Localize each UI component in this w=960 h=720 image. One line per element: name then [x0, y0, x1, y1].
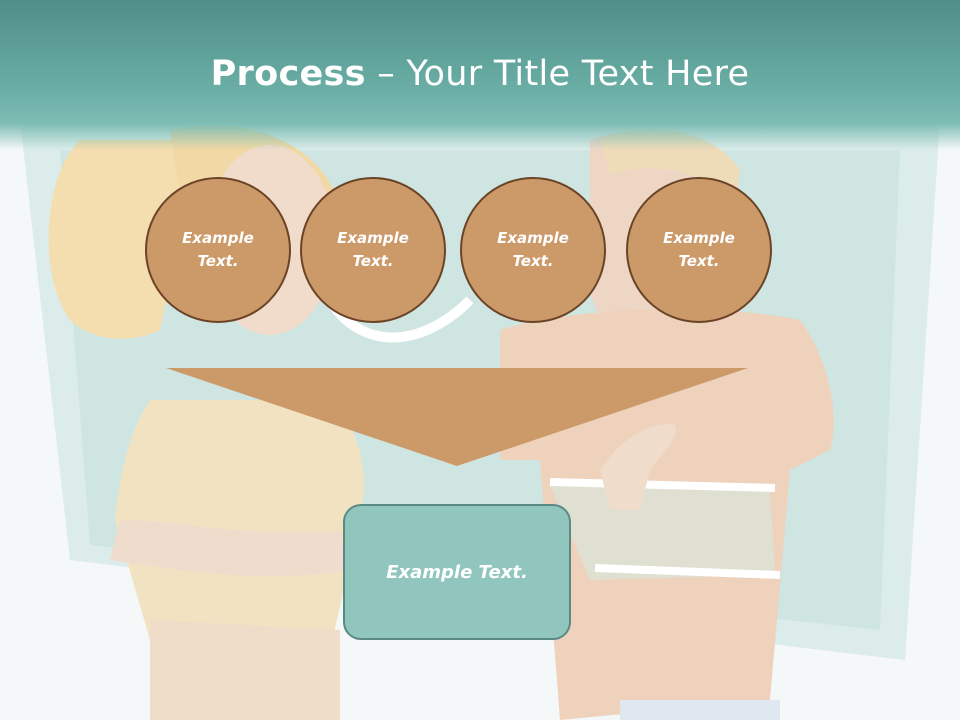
process-step-1[interactable]: Example Text.	[145, 177, 291, 323]
result-box-label: Example Text.	[386, 561, 528, 583]
title-bold-word: Process	[210, 54, 366, 94]
slide-title[interactable]: Process – Your Title Text Here	[0, 52, 960, 96]
process-step-3-label: Example Text.	[497, 229, 569, 270]
process-step-4-label: Example Text.	[663, 229, 735, 270]
process-step-1-label: Example Text.	[182, 229, 254, 270]
process-step-2[interactable]: Example Text.	[300, 177, 446, 323]
process-step-4[interactable]: Example Text.	[626, 177, 772, 323]
process-step-3[interactable]: Example Text.	[460, 177, 606, 323]
process-step-2-label: Example Text.	[337, 229, 409, 270]
title-rest: Your Title Text Here	[406, 54, 750, 94]
funnel-arrow[interactable]	[166, 368, 748, 466]
result-box[interactable]: Example Text.	[343, 504, 571, 640]
title-band	[0, 0, 960, 150]
title-dash: –	[365, 54, 407, 94]
